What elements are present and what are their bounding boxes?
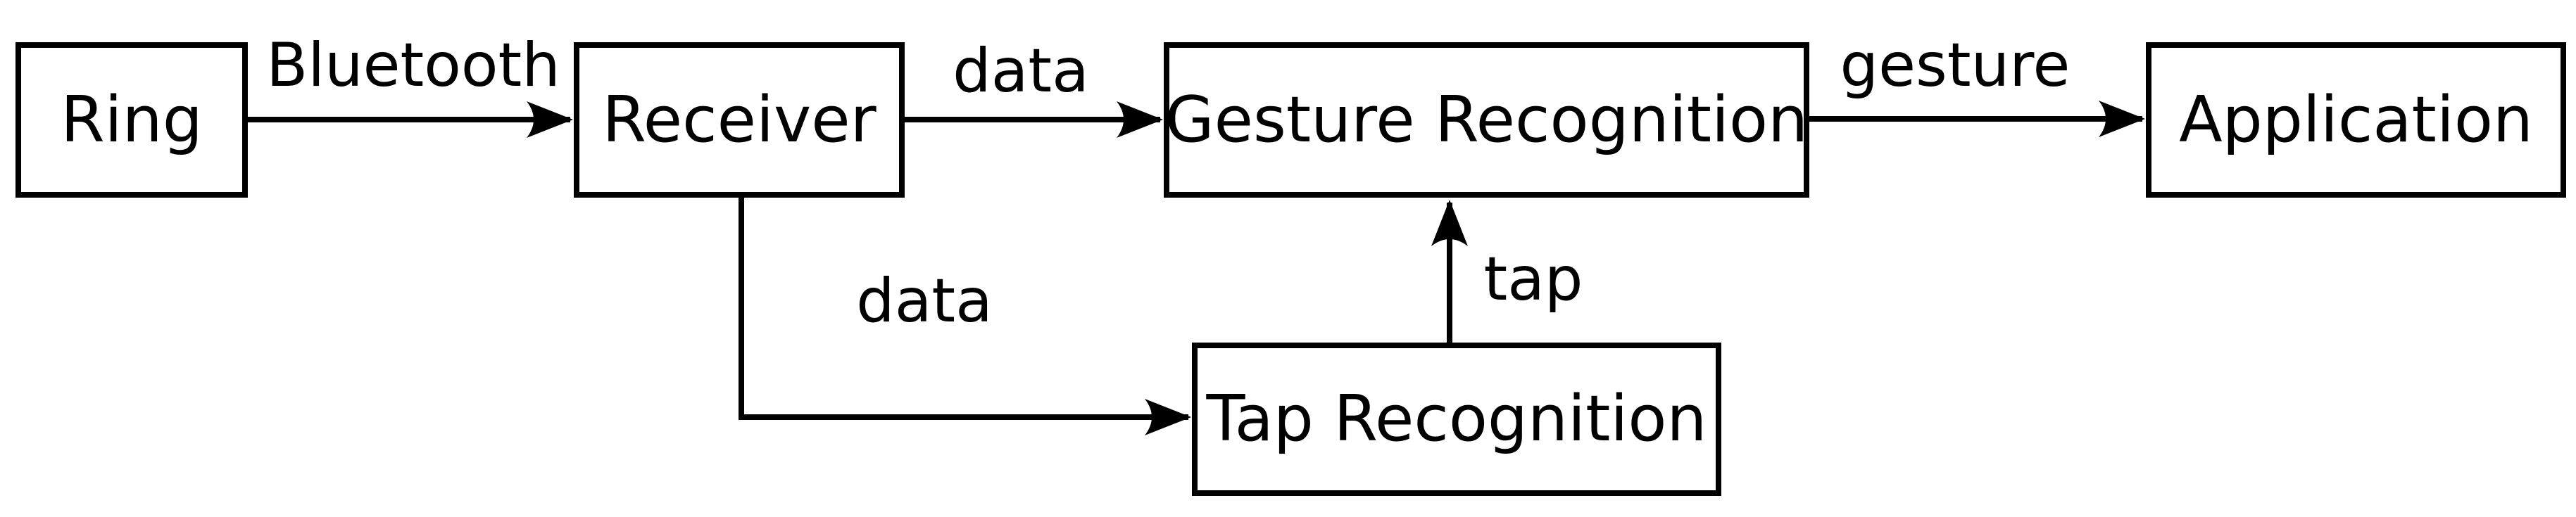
edge-label-bluetooth: Bluetooth <box>266 30 560 101</box>
edge-label-data-receiver-to-tap: data <box>856 266 993 336</box>
node-tap-recognition-label: Tap Recognition <box>1206 382 1707 456</box>
node-receiver-label: Receiver <box>602 82 877 157</box>
edge-label-tap: tap <box>1483 244 1583 314</box>
node-ring-label: Ring <box>61 82 203 157</box>
node-gesture-recognition: Gesture Recognition <box>1164 42 1809 198</box>
edge-label-gesture: gesture <box>1840 30 2071 101</box>
node-tap-recognition: Tap Recognition <box>1192 343 1721 496</box>
node-receiver: Receiver <box>574 42 905 198</box>
node-application: Application <box>2146 42 2566 198</box>
node-application-label: Application <box>2179 82 2533 157</box>
edge-label-data-receiver-to-gesture: data <box>953 36 1089 106</box>
node-ring: Ring <box>15 42 248 198</box>
node-gesture-recognition-label: Gesture Recognition <box>1164 82 1809 157</box>
